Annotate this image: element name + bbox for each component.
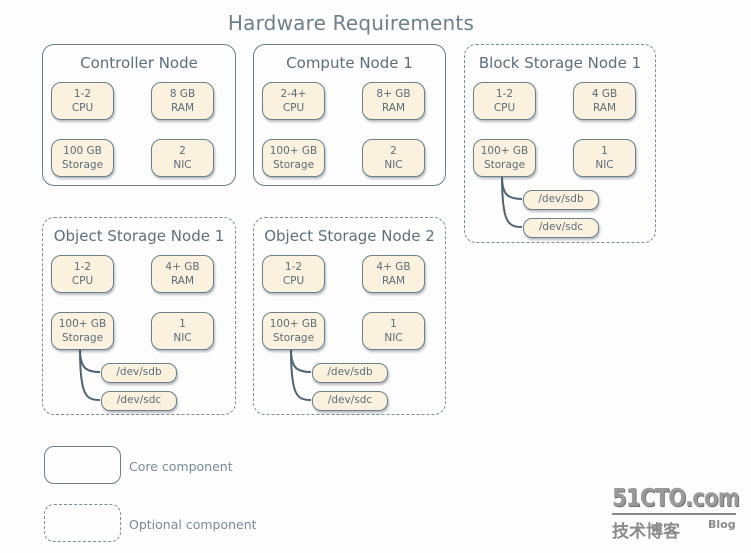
resource-value: 8 GB [169, 88, 196, 100]
resource-value: 1 [390, 318, 397, 330]
resource-label: RAM [170, 275, 195, 287]
resource-value: 2 [390, 145, 397, 157]
node-compute-node-1: Compute Node 1 2-4+ CPU 8+ GB RAM 100+ GB Stor… [253, 44, 446, 186]
resource-label: CPU [71, 102, 94, 114]
resource-ram: 4+ GB RAM [362, 255, 425, 293]
resource-ram: 4+ GB RAM [151, 255, 214, 293]
resource-value: 100+ GB [480, 145, 529, 157]
resource-label: RAM [170, 102, 195, 114]
resource-label: CPU [71, 275, 94, 287]
resource-label: CPU [493, 102, 516, 114]
resource-value: 1-2 [73, 261, 92, 273]
resource-label: RAM [381, 102, 406, 114]
resource-value: 8+ GB [376, 88, 411, 100]
resource-ram: 4 GB RAM [573, 82, 636, 120]
resource-value: 1-2 [284, 261, 303, 273]
watermark-rule [612, 513, 736, 515]
resource-value: 1 [601, 145, 608, 157]
watermark-logo: 51CTO.com 技术博客 Blog [612, 484, 742, 542]
resource-value: 1 [179, 318, 186, 330]
resource-label: Storage [483, 159, 526, 171]
resource-storage: 100+ GB Storage [262, 139, 325, 177]
resource-label: CPU [282, 275, 305, 287]
resource-label: Storage [272, 332, 315, 344]
resource-label: NIC [384, 332, 403, 344]
node-title: Object Storage Node 1 [53, 227, 225, 245]
device-sdb: /dev/sdb [312, 363, 388, 383]
resource-storage: 100+ GB Storage [473, 139, 536, 177]
resource-storage: 100 GB Storage [51, 139, 114, 177]
resource-value: 1-2 [73, 88, 92, 100]
resource-label: NIC [173, 332, 192, 344]
resource-value: 2 [179, 145, 186, 157]
device-sdc: /dev/sdc [312, 391, 388, 411]
legend-core-label: Core component [129, 459, 233, 474]
resource-label: RAM [592, 102, 617, 114]
node-title: Compute Node 1 [286, 54, 413, 72]
resource-value: 100+ GB [269, 318, 318, 330]
legend-optional-swatch [44, 504, 121, 542]
watermark-main: 51CTO.com [612, 483, 740, 512]
resource-value: 4+ GB [376, 261, 411, 273]
resource-label: NIC [384, 159, 403, 171]
resource-label: CPU [282, 102, 305, 114]
resource-value: 2-4+ [280, 88, 307, 100]
resource-value: 4 GB [591, 88, 618, 100]
resource-cpu: 2-4+ CPU [262, 82, 325, 120]
resource-ram: 8+ GB RAM [362, 82, 425, 120]
watermark-blog: Blog [708, 518, 736, 531]
diagram-title: Hardware Requirements [227, 11, 475, 35]
resource-ram: 8 GB RAM [151, 82, 214, 120]
resource-storage: 100+ GB Storage [51, 312, 114, 350]
resource-storage: 100+ GB Storage [262, 312, 325, 350]
resource-label: NIC [173, 159, 192, 171]
resource-value: 100+ GB [269, 145, 318, 157]
device-sdc: /dev/sdc [101, 391, 177, 411]
legend-core-swatch [44, 446, 121, 484]
device-sdc: /dev/sdc [523, 218, 599, 238]
resource-label: NIC [595, 159, 614, 171]
resource-label: Storage [61, 332, 104, 344]
legend-optional-label: Optional component [129, 517, 257, 532]
resource-value: 1-2 [495, 88, 514, 100]
resource-value: 4+ GB [165, 261, 200, 273]
watermark-sub: 技术博客 [612, 522, 680, 542]
node-title: Object Storage Node 2 [264, 227, 435, 245]
device-sdb: /dev/sdb [523, 190, 599, 210]
resource-value: 100+ GB [58, 318, 107, 330]
node-title: Controller Node [80, 54, 198, 72]
resource-label: Storage [61, 159, 104, 171]
node-title: Block Storage Node 1 [478, 54, 642, 72]
resource-value: 100 GB [63, 145, 102, 157]
resource-label: RAM [381, 275, 406, 287]
resource-label: Storage [272, 159, 315, 171]
device-sdb: /dev/sdb [101, 363, 177, 383]
